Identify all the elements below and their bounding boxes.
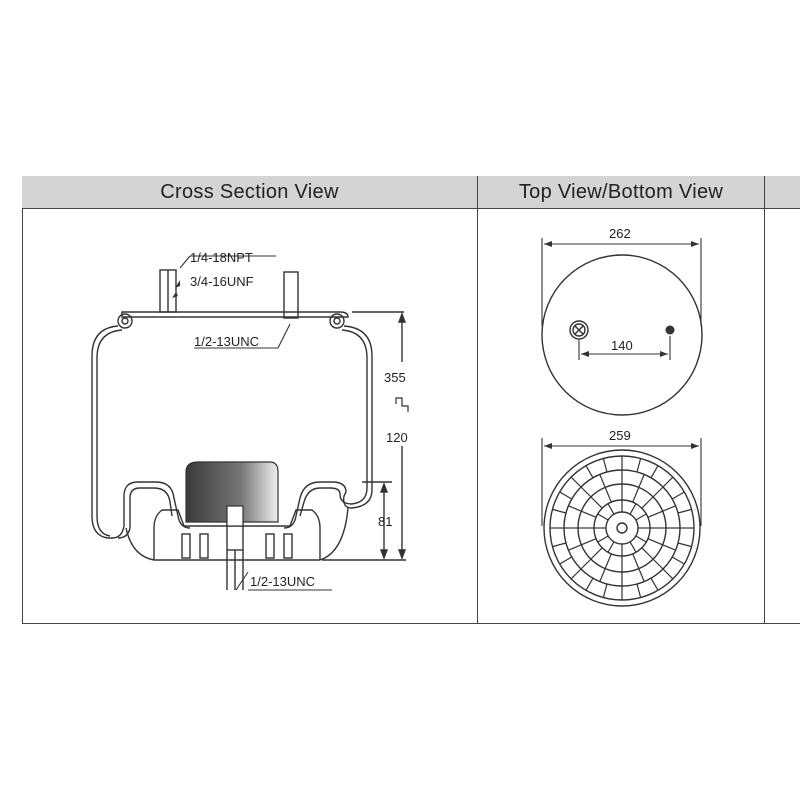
bellows-wall-left [91,325,119,539]
rib [641,496,654,509]
rib [652,486,664,498]
rib [602,583,608,598]
rib [647,510,663,518]
rib [568,505,582,512]
rib [597,535,609,543]
rib [641,547,654,560]
top-bead-left-inner [121,317,129,325]
top-stud-right [283,271,299,319]
label-259: 259 [609,428,631,443]
top-bead-left [117,313,133,329]
cross-section-drawing: 1/4-18NPT 3/4-16UNF 1/2-13UNC 355 120 81… [91,250,409,591]
rib [636,583,642,598]
rib [638,568,645,582]
rib [662,476,674,488]
top-bead-right-inner [333,317,341,325]
top-bottom-panel: Top View/Bottom View [478,176,765,624]
rib [652,558,664,570]
rib [580,558,592,570]
rib [570,568,582,580]
rib [568,544,582,551]
rib [602,458,608,473]
label-262: 262 [609,226,631,241]
rib [585,465,594,479]
rib [650,465,659,479]
rib [552,542,567,548]
top-plate [121,311,349,318]
rib [635,513,647,521]
rib [671,556,685,565]
label-unf: 3/4-16UNF [190,274,254,289]
rib [632,487,640,503]
rib [597,513,609,521]
rib [590,496,603,509]
rib [677,542,692,548]
label-unc-bottom: 1/2-13UNC [250,574,315,589]
label-unc-top: 1/2-13UNC [194,334,259,349]
third-panel [765,176,800,624]
label-120: 120 [386,430,408,445]
rib [604,553,612,569]
rib [650,577,659,591]
bottom-view-center [616,522,628,534]
rib [629,503,637,515]
rib [570,476,582,488]
rib [590,547,603,560]
bottom-view-ribs [550,456,694,600]
rib [662,505,676,512]
rib [662,568,674,580]
rib [559,491,573,500]
third-panel-header [765,176,800,209]
top-bottom-drawing: 262 140 259 [541,226,703,607]
leader-unc-bottom [235,571,249,591]
rib [604,487,612,503]
cross-section-panel: Cross Section View [22,176,478,624]
bellows-wall-right [343,325,373,509]
rib [580,486,592,498]
rib [599,568,606,582]
rib [585,577,594,591]
locating-dot [665,325,675,335]
label-140: 140 [611,338,633,353]
label-npt: 1/4-18NPT [190,250,253,265]
rib [607,503,615,515]
top-bottom-header: Top View/Bottom View [478,176,764,209]
air-fitting-icon [569,320,589,340]
rib [581,510,597,518]
top-bottom-title: Top View/Bottom View [518,180,724,203]
rib [677,508,692,514]
piston-dome [185,461,279,523]
rib [552,508,567,514]
cross-section-header: Cross Section View [22,176,477,209]
rib [636,458,642,473]
rib [662,544,676,551]
rib [581,538,597,546]
rib [559,556,573,565]
label-355: 355 [384,370,406,385]
label-81: 81 [378,514,392,529]
top-bead-right [329,313,345,329]
lower-convolution-left [111,481,191,539]
leader-npt [179,255,191,269]
lower-convolution-right [283,481,353,529]
rib [671,491,685,500]
rib [607,541,615,553]
bottom-view-outer [543,449,701,607]
rib [635,535,647,543]
rib [629,541,637,553]
cross-section-title: Cross Section View [160,180,339,203]
rib [599,474,606,488]
rib [638,474,645,488]
top-view-circle [541,254,703,416]
rib [632,553,640,569]
rib [647,538,663,546]
leader-unc-top [277,323,291,349]
